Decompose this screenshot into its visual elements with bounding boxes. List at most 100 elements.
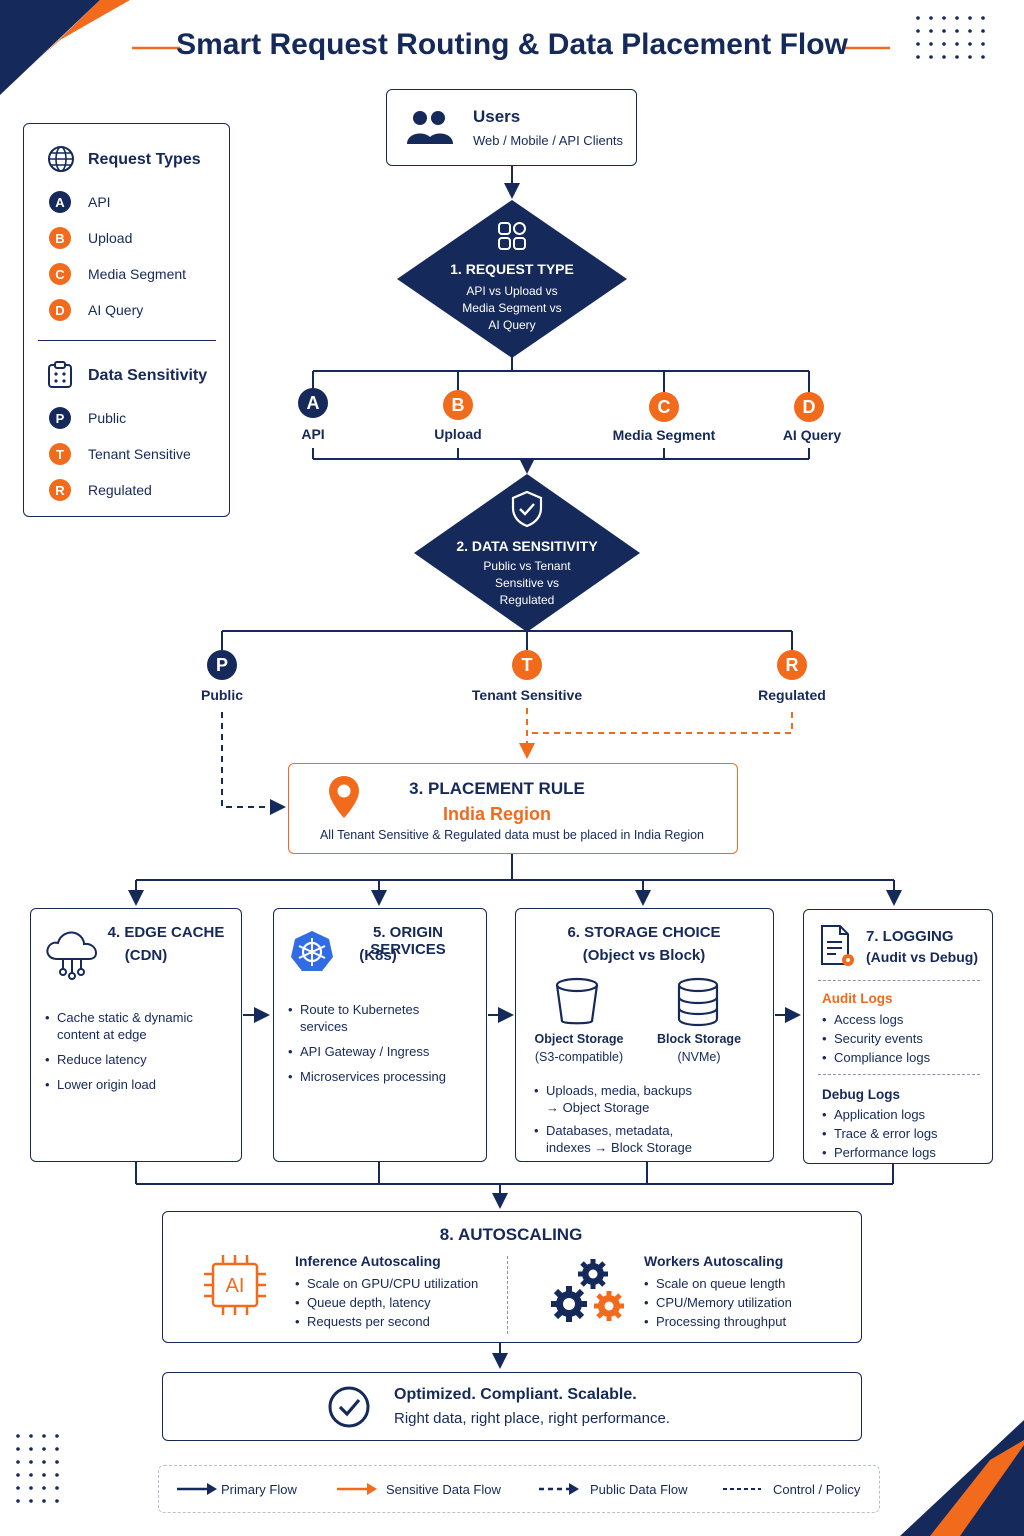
step3-description: All Tenant Sensitive & Regulated data mu… [319,828,705,842]
step2-line2: Sensitive vs [494,576,560,590]
audit-logs-heading: Audit Logs [822,991,893,1006]
bullet: Uploads, media, backups→ Object Storage [534,1082,764,1116]
legend-primary-flow: Primary Flow [221,1482,297,1497]
legend-public-data-flow: Public Data Flow [590,1482,688,1497]
bullet: Performance logs [822,1144,987,1161]
branch-label-regulated: Regulated [758,687,826,703]
step4-subtitle: (CDN) [124,947,168,964]
decor-dot [42,1434,46,1438]
step1-title: 1. REQUEST TYPE [450,261,574,277]
decor-dot [42,1473,46,1477]
control-policy-line-icon [723,1488,761,1490]
branch-badge-r: R [777,650,807,680]
legend-panel: Request Types A API B Upload C Media Seg… [23,123,230,517]
branch-label-tenant-sensitive: Tenant Sensitive [471,687,583,703]
users-subtitle: Web / Mobile / API Clients [473,133,624,148]
decor-dot [55,1486,59,1490]
branch-label-media-segment: Media Segment [612,427,716,443]
decor-dot [55,1447,59,1451]
step6-subtitle: (Object vs Block) [582,947,706,964]
apps-grid-icon [498,222,526,250]
bullet: Compliance logs [822,1049,987,1066]
bullet: Scale on GPU/CPU utilization [295,1275,505,1292]
step6-title: 6. STORAGE CHOICE [567,924,721,941]
logging-card: 7. LOGGING (Audit vs Debug) Audit Logs A… [803,909,993,1164]
legend-label-media-segment: Media Segment [88,266,187,282]
flow-legend: Primary Flow Sensitive Data Flow Public … [158,1465,880,1513]
legend-label-ai-query: AI Query [88,302,144,318]
logging-divider-1 [818,980,980,981]
bullet: Databases, metadata, indexes → Block Stor… [534,1122,764,1156]
debug-logs-list: Application logs Trace & error logs Perf… [822,1106,987,1163]
legend-badge-p: P [49,407,71,429]
step7-subtitle: (Audit vs Debug) [866,949,978,965]
bullet: Reduce latency [45,1051,225,1068]
decor-dot [55,1434,59,1438]
autoscaling-card: 8. AUTOSCALING AI Inference Autoscaling … [162,1211,862,1343]
decor-dot [29,1447,33,1451]
bullet: Processing throughput [644,1313,854,1330]
decor-dot [42,1447,46,1451]
legend-badge-r: R [49,479,71,501]
bullet: Microservices processing [288,1068,468,1085]
users-node: Users Web / Mobile / API Clients [386,89,637,166]
data-sensitivity-heading: Data Sensitivity [88,367,208,384]
decor-dot [55,1460,59,1464]
sensitive-flow-arrow-icon [337,1483,377,1495]
placement-rule-node: 3. PLACEMENT RULE India Region All Tenan… [288,763,738,854]
decor-dot [29,1473,33,1477]
legend-badge-a: A [49,191,71,213]
data-sensitivity-diamond [414,474,640,632]
bullet-text: indexes → Block Storage [546,1140,692,1155]
decor-dot [16,1473,20,1477]
workers-autoscaling-heading: Workers Autoscaling [644,1253,784,1269]
primary-flow-arrow-icon [177,1483,217,1495]
public-flow-arrow-icon [539,1483,579,1495]
bullet: CPU/Memory utilization [644,1294,854,1311]
legend-badge-b: B [49,227,71,249]
branch-label-ai-query: AI Query [782,427,842,443]
ai-chip-icon: AI [204,1255,266,1315]
decor-dot [42,1486,46,1490]
step3-title: 3. PLACEMENT RULE [409,779,585,798]
branch-badge-t: T [512,650,542,680]
request-types-heading: Request Types [88,151,201,168]
branch-label-api: API [301,426,325,442]
bucket-icon [555,977,599,1025]
bullet: Queue depth, latency [295,1294,505,1311]
decor-dot [42,1499,46,1503]
database-icon [677,977,719,1027]
decor-dot [16,1434,20,1438]
step5-subtitle: (K8s) [359,947,397,964]
decor-dot [29,1499,33,1503]
location-pin-icon [329,776,359,818]
log-document-icon [821,925,854,966]
decor-dot [42,1460,46,1464]
request-type-diamond [397,200,627,358]
decor-dot [55,1473,59,1477]
bullet: API Gateway / Ingress [288,1043,468,1060]
object-storage-label: Object Storage [534,1032,624,1046]
legend-label-upload: Upload [88,230,133,246]
inference-autoscaling-heading: Inference Autoscaling [295,1253,441,1269]
debug-logs-heading: Debug Logs [822,1087,900,1102]
bullet: Security events [822,1030,987,1047]
bullet: Trace & error logs [822,1125,987,1142]
step5-bullets: Route to Kubernetes services API Gateway… [288,1001,468,1093]
branch-badge-c: C [649,392,679,422]
gears-icon [551,1259,624,1322]
cloud-network-icon [46,931,98,980]
edge-cache-card: 4. EDGE CACHE (CDN) Cache static & dynam… [30,908,242,1162]
logging-divider-2 [818,1074,980,1075]
data-sensitivity-icon [48,361,72,388]
step8-title: 8. AUTOSCALING [439,1225,583,1244]
step1-line3: AI Query [488,318,536,332]
result-title: Optimized. Compliant. Scalable. [394,1386,637,1403]
step6-bullets: Uploads, media, backups→ Object Storage … [534,1082,764,1158]
legend-sensitive-data-flow: Sensitive Data Flow [386,1482,501,1497]
step4-title: 4. EDGE CACHE [107,924,225,941]
branch-badge-b: B [443,390,473,420]
step5-title: 5. ORIGIN SERVICES [370,924,446,958]
bullet-text: Databases, metadata, [546,1123,674,1138]
bullet-text: Uploads, media, backups [546,1083,692,1098]
